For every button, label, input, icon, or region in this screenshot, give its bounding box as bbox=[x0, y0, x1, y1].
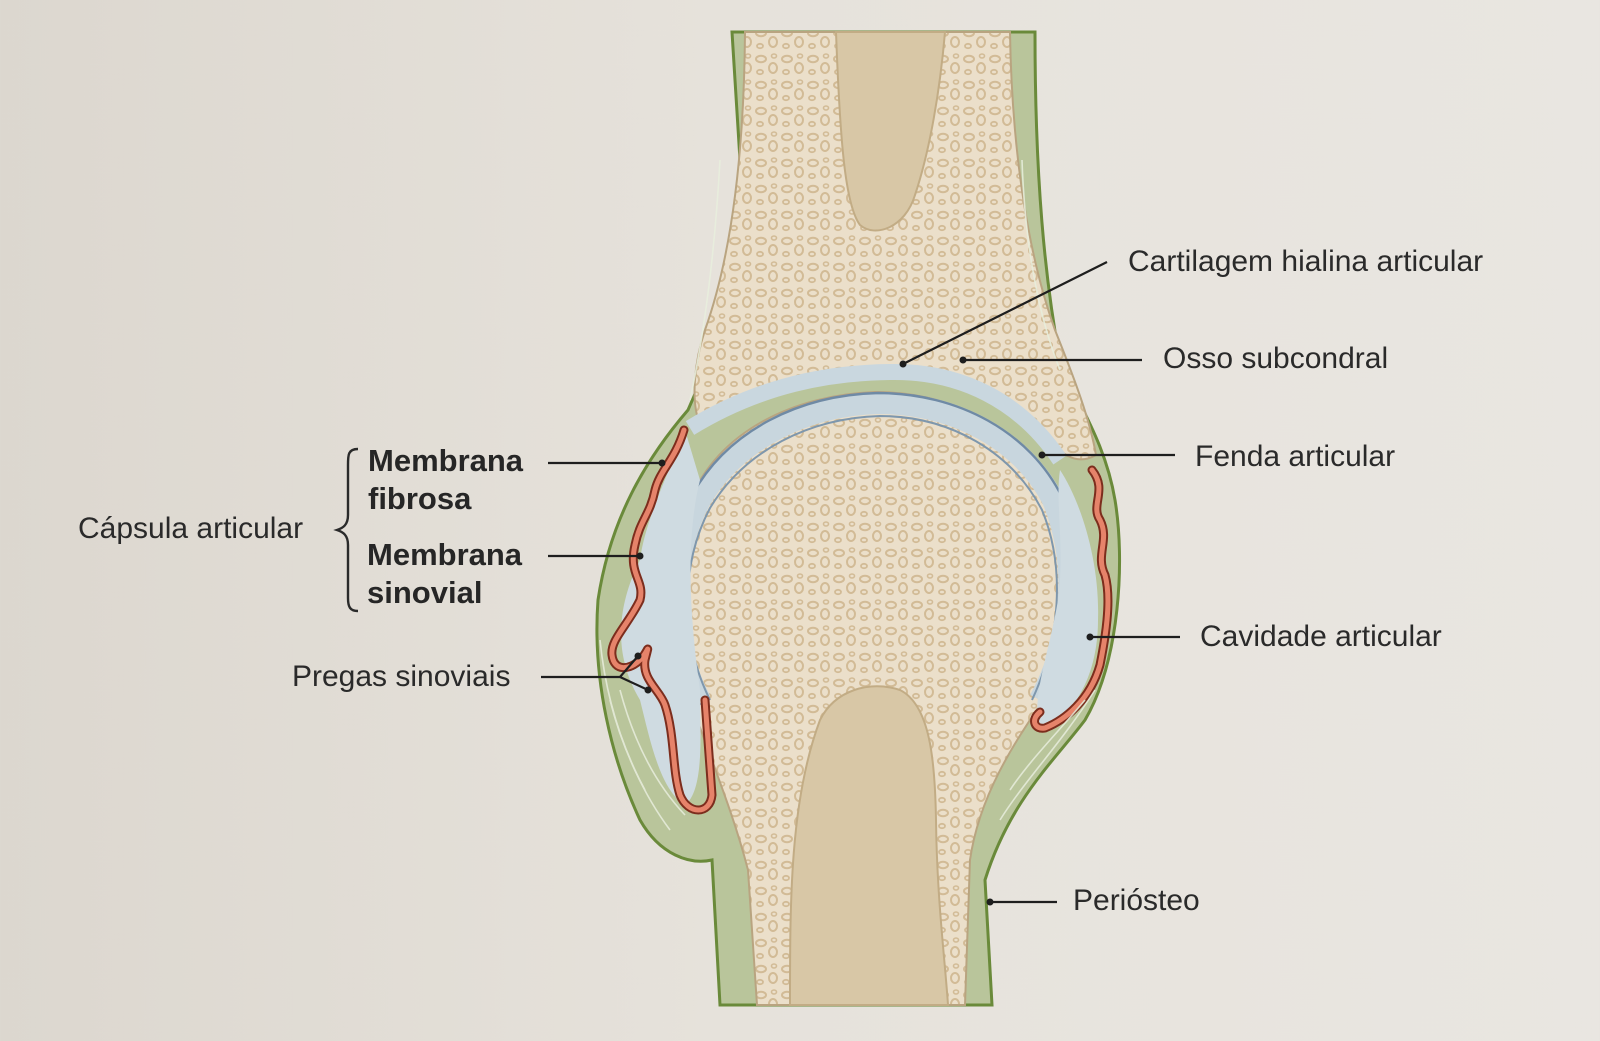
synovial-membrane-left-fill bbox=[609, 427, 715, 813]
fibrous-texture bbox=[599, 159, 1096, 831]
label-periosteum: Periósteo bbox=[1073, 884, 1200, 917]
leader-cartilage bbox=[902, 261, 1108, 365]
leader-lines bbox=[541, 261, 1180, 904]
label-fibrous-line1: Membrana bbox=[368, 443, 524, 478]
synovial-cavity-left bbox=[621, 430, 701, 805]
synovial-membrane-right-fill bbox=[1032, 467, 1111, 731]
label-cleft: Fenda articular bbox=[1195, 440, 1396, 473]
label-synovial-line1: Membrana bbox=[367, 537, 523, 572]
cartilage-inner-edge bbox=[686, 414, 1058, 701]
synovial-cavity-right bbox=[1037, 470, 1099, 730]
lower-marrow bbox=[788, 685, 950, 1006]
label-subchondral: Osso subcondral bbox=[1163, 342, 1389, 375]
articular-cartilage-upper bbox=[685, 363, 1067, 465]
leader-dots bbox=[634, 356, 1094, 906]
label-capsule: Cápsula articular bbox=[78, 512, 304, 545]
upper-marrow bbox=[834, 31, 947, 232]
label-folds: Pregas sinoviais bbox=[292, 660, 511, 693]
label-cartilage: Cartilagem hialina articular bbox=[1128, 245, 1484, 278]
leader-folds-branch bbox=[619, 655, 639, 678]
label-fibrous-line2: fibrosa bbox=[368, 481, 472, 516]
capsule-brace bbox=[333, 447, 359, 613]
label-cavity: Cavidade articular bbox=[1200, 620, 1442, 653]
label-synovial-line2: sinovial bbox=[367, 575, 483, 610]
